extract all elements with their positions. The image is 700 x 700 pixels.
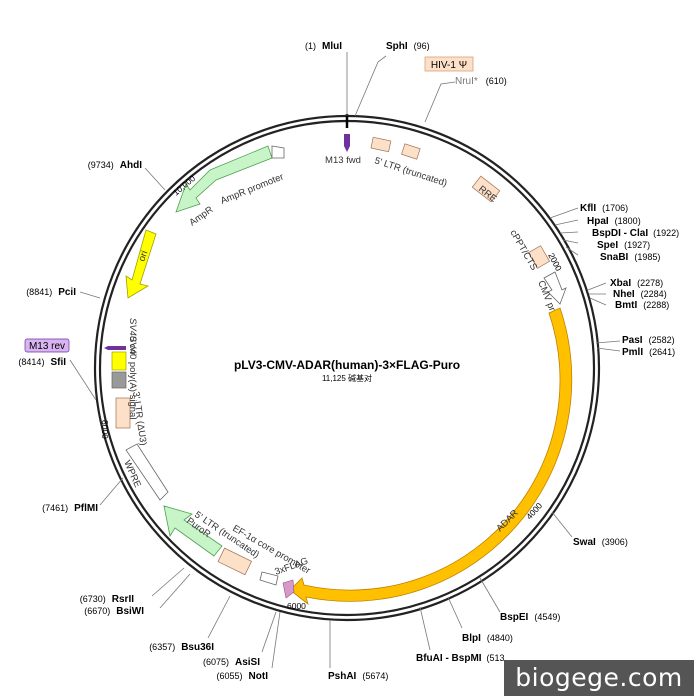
hiv-psi-label: HIV-1 Ψ xyxy=(431,60,467,71)
rre-label: RRE xyxy=(476,184,499,205)
ltr5b-box xyxy=(217,547,253,576)
m13-fwd-label: M13 fwd xyxy=(325,155,361,166)
plasmid-size: 11,125 碱基对 xyxy=(322,373,372,383)
adar-arrow xyxy=(289,307,573,606)
site-bsu36i: (6357)Bsu36I xyxy=(149,642,214,653)
m13-rev-badge xyxy=(24,338,70,353)
ampr-arrow xyxy=(175,145,273,213)
wpre-arrow xyxy=(125,443,169,501)
watermark: biogege.com xyxy=(504,660,694,696)
site-noti: (6055)NotI xyxy=(217,671,269,682)
ampr-promoter-arrow xyxy=(271,145,285,159)
site-rsrii: (6730)RsrII xyxy=(80,594,134,605)
ampr-label: AmpR xyxy=(187,204,215,228)
sv40-polya-box xyxy=(111,351,127,371)
site-pmli: PmlI(2641) xyxy=(622,347,675,358)
sv40-polya-label: SV40 poly(A) signal xyxy=(127,336,138,419)
m13-rev-primer xyxy=(104,346,126,350)
site-pcii: (8841)PciI xyxy=(26,287,76,298)
site-nhei: NheI(2284) xyxy=(613,289,667,300)
site-ahdi: (9734)AhdI xyxy=(88,160,142,171)
tick-6000: 6000 xyxy=(287,601,306,611)
site-blpi: BlpI(4840) xyxy=(462,633,513,644)
site-bmti: BmtI(2288) xyxy=(615,300,669,311)
cppt-box xyxy=(527,245,551,269)
site-leaders xyxy=(69,52,621,669)
site-bspei: BspEI(4549) xyxy=(500,612,560,623)
rre-box xyxy=(471,175,501,203)
site-sfii: (8414)SfiI xyxy=(18,357,66,368)
ltr5-box-2 xyxy=(401,143,421,160)
site-mlui: (1)MluI xyxy=(305,41,342,52)
site-pasi: PasI(2582) xyxy=(622,335,675,346)
ori-arrow xyxy=(125,229,157,299)
site-nrui: NruI*(610) xyxy=(455,76,507,87)
site-bfuai-bspmi: BfuAI - BspMI(513 xyxy=(416,653,505,664)
cmv-promoter-arrow xyxy=(543,271,567,305)
site-pflmi: (7461)PflMI xyxy=(42,503,98,514)
site-bsiwi: (6670)BsiWI xyxy=(84,606,144,617)
site-pshai: PshAI(5674) xyxy=(328,671,388,682)
site-asisi: (6075)AsiSI xyxy=(203,657,260,668)
hiv-psi-box xyxy=(424,56,474,72)
ltr5-box-1 xyxy=(370,136,392,153)
sv40-ori-label: SV40 ori xyxy=(127,318,138,355)
m13-rev-label: M13 rev xyxy=(29,341,65,352)
site-bspdi-clai: BspDI - ClaI(1922) xyxy=(592,228,679,239)
site-hpai: HpaI(1800) xyxy=(587,216,641,227)
flag-marker xyxy=(282,579,295,599)
plasmid-title: pLV3-CMV-ADAR(human)-3×FLAG-Puro xyxy=(234,358,460,372)
site-sphi: SphI(96) xyxy=(386,41,430,52)
ef1a-arrow xyxy=(259,571,279,586)
site-spei: SpeI(1927) xyxy=(597,240,650,251)
site-kfli: KflI(1706) xyxy=(580,203,628,214)
grey-box xyxy=(111,371,127,389)
ltr3-box xyxy=(115,397,131,429)
m13-fwd-primer xyxy=(344,134,350,152)
site-xbai: XbaI(2278) xyxy=(610,278,663,289)
puror-arrow xyxy=(163,505,223,557)
ampr-promoter-label: AmpR promoter xyxy=(219,171,285,206)
ltr5-label: 5' LTR (truncated) xyxy=(373,155,448,189)
tick-8000: 8000 xyxy=(100,420,110,439)
site-swai: SwaI(3906) xyxy=(573,537,628,548)
ori-label: ori xyxy=(136,249,150,263)
site-snabi: SnaBI(1985) xyxy=(600,252,660,263)
